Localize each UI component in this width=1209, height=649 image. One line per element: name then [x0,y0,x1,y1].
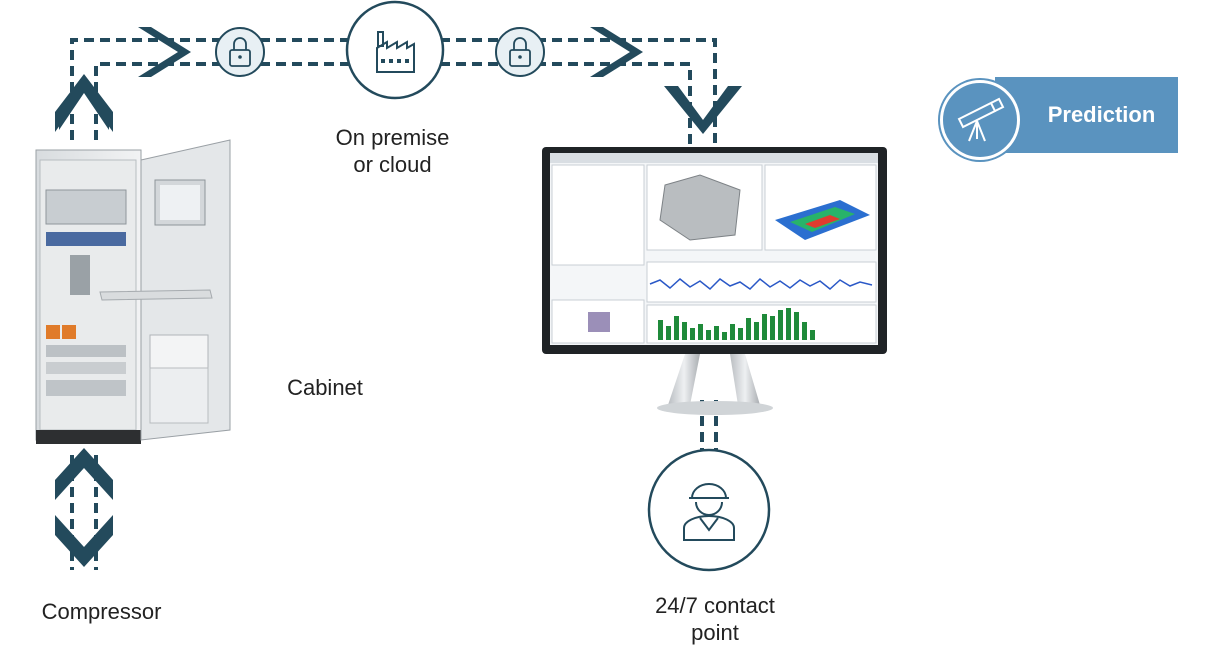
worker-icon [647,448,771,572]
monitor-image [542,147,887,415]
chevron-down-monitor-icon [664,86,742,134]
label-on-premise: On premise or cloud [335,125,450,177]
chevron-right-left-icon [138,27,191,77]
line-cloud-to-monitor-outer [440,38,717,150]
line-cabinet-to-cloud-inner [94,62,350,140]
lock-icon-right [495,27,545,77]
chevrons [55,27,742,567]
chevron-down-compressor-icon [55,515,113,567]
label-cabinet: Cabinet [287,375,363,400]
prediction-badge [940,80,1020,160]
telescope-icon [957,97,1005,142]
chevron-up-compressor-icon [55,448,113,500]
factory-icon [345,0,445,100]
chevron-up-cabinet-icon [55,74,113,132]
prediction-label: Prediction [1047,102,1156,127]
prediction-tab: Prediction [995,77,1178,153]
chevron-right-right-icon [590,27,643,77]
cabinet-image [35,139,231,444]
lock-icon-left [215,27,265,77]
label-compressor: Compressor [41,599,162,624]
label-contact-point: 24/7 contact point [655,593,775,645]
